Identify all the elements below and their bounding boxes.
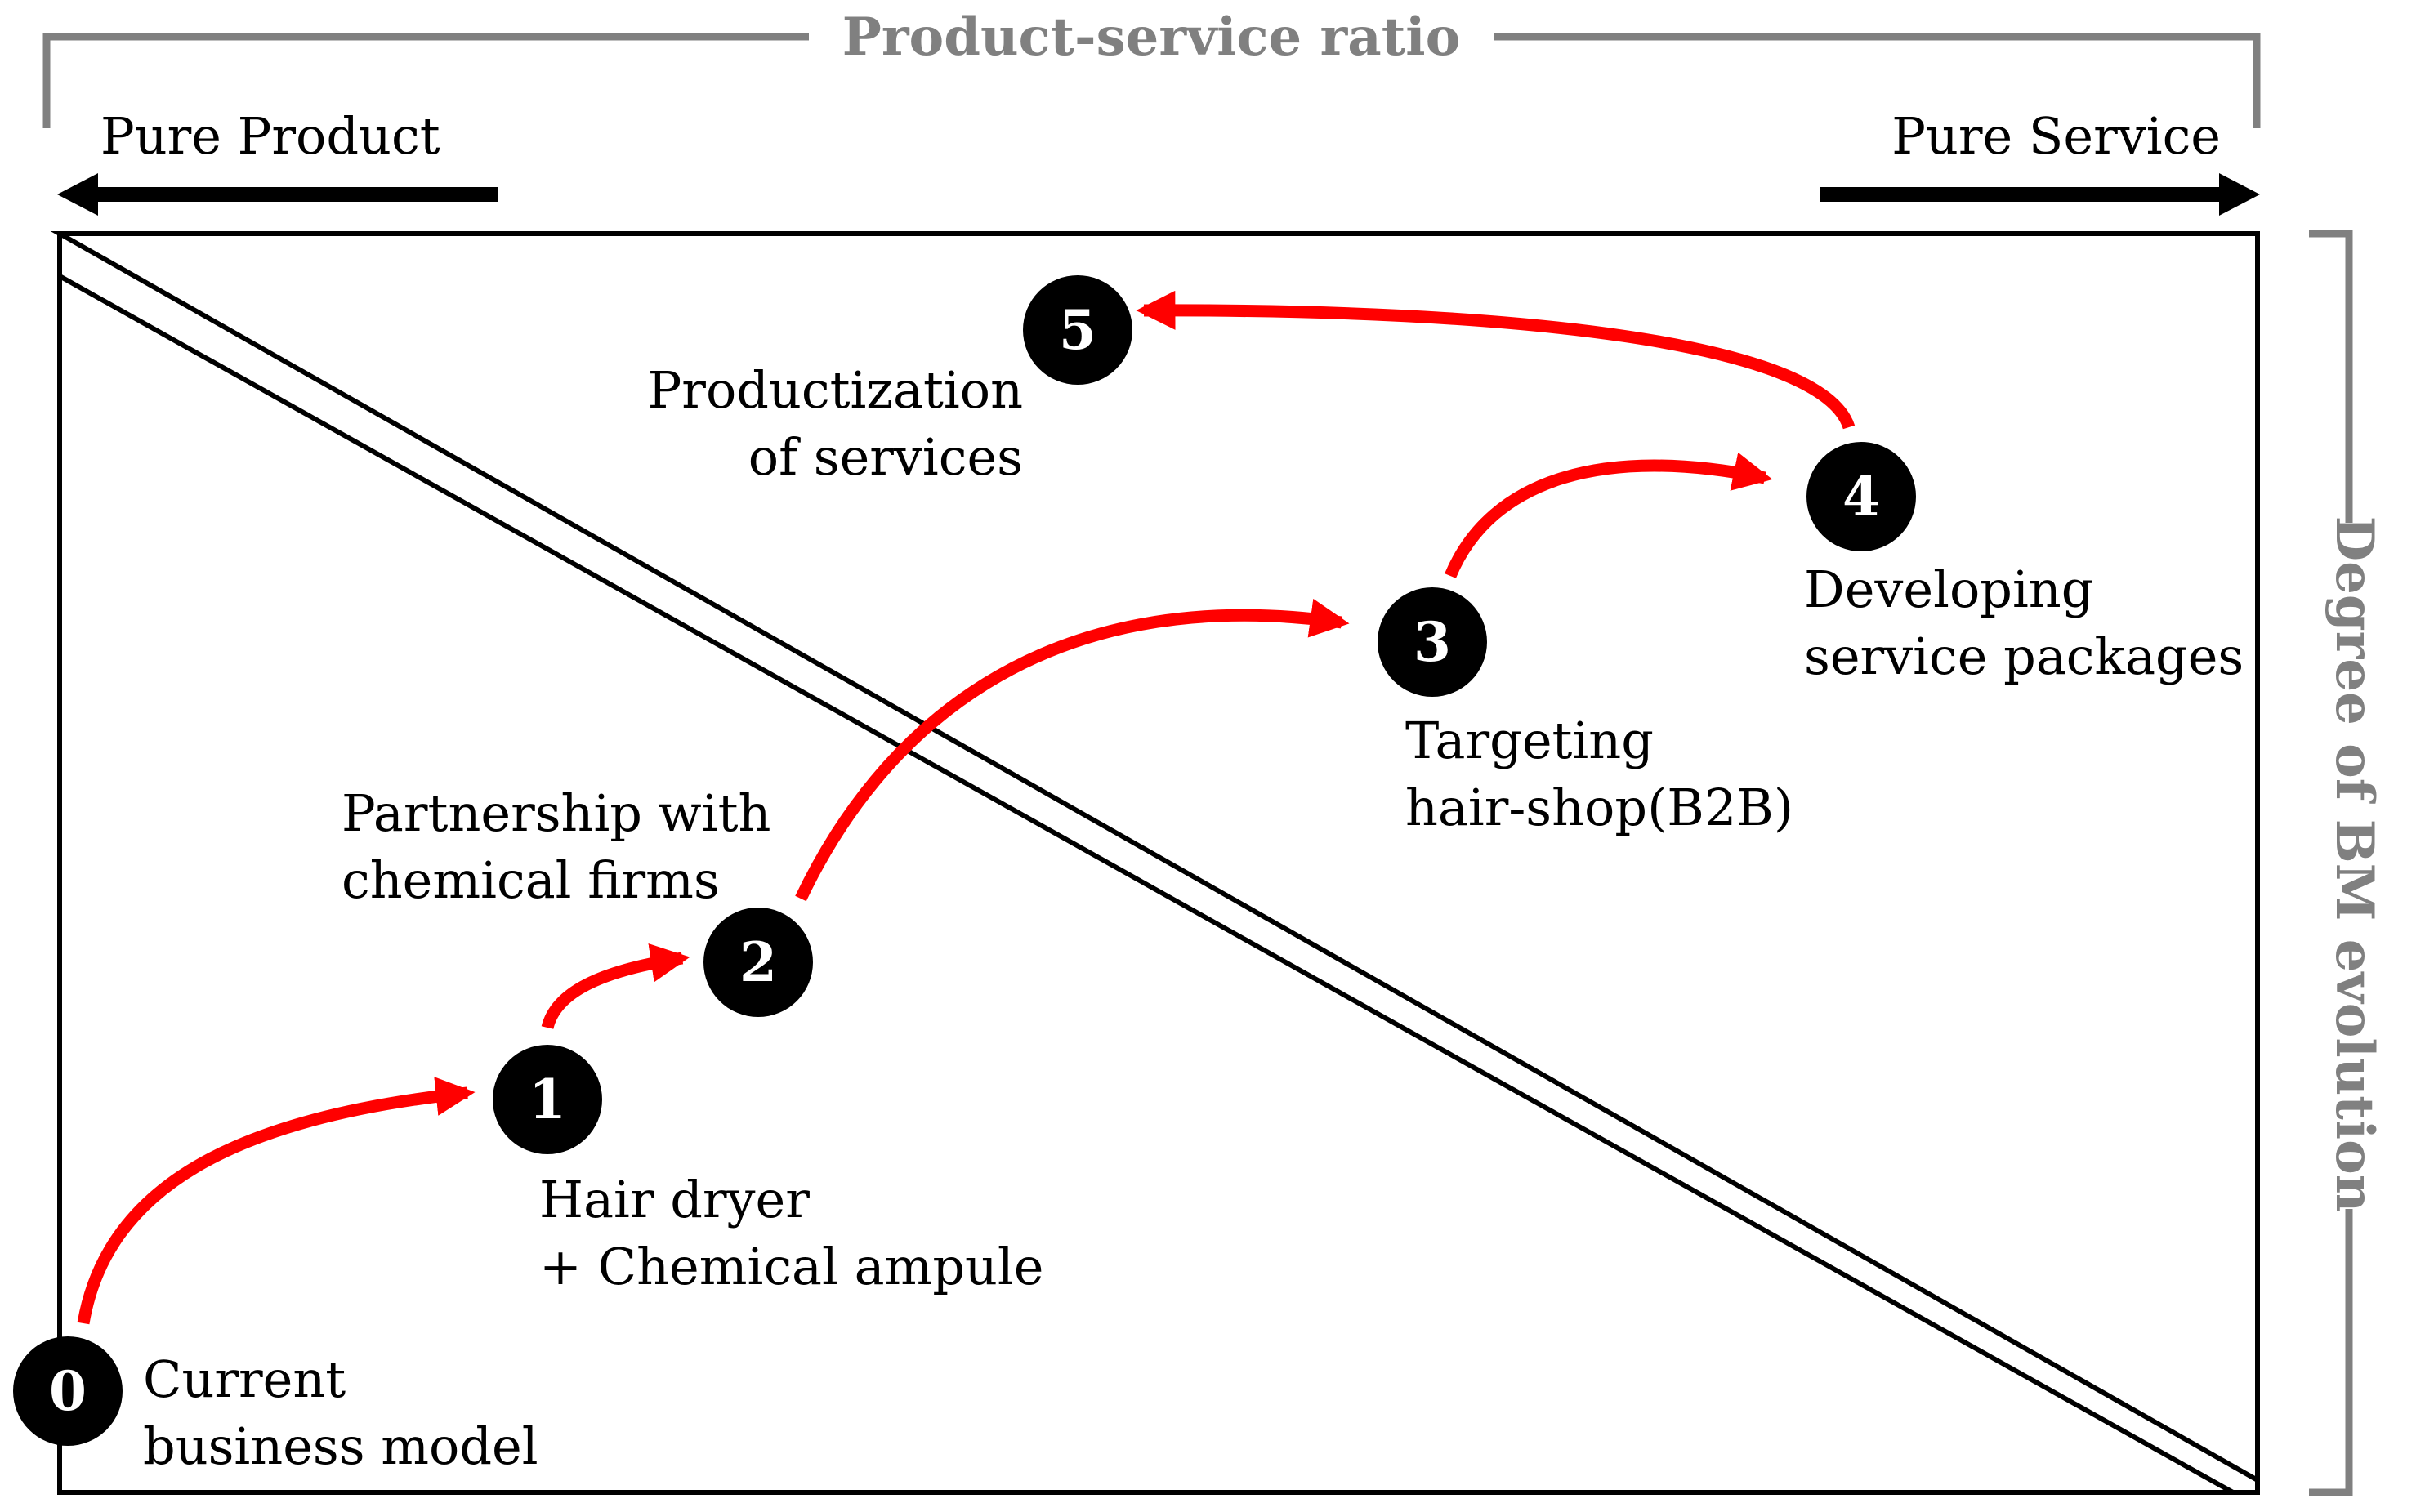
right-bracket (2309, 230, 2363, 1496)
step-5-label-line1: Productization (648, 360, 1023, 420)
arrow-1-to-2 (541, 943, 690, 1030)
svg-text:3: 3 (1413, 610, 1451, 674)
step-node-1: 1 (493, 1045, 602, 1154)
arrow-3-to-4 (1445, 452, 1773, 578)
step-3-label-line1: Targeting (1405, 711, 1654, 770)
step-2-label-line2: chemical firms (342, 850, 720, 910)
pure-service-label: Pure Service (1891, 106, 2221, 166)
step-3-label-line2: hair-shop(B2B) (1405, 778, 1793, 837)
svg-text:5: 5 (1059, 298, 1096, 362)
step-1-label-line1: Hair dryer (539, 1170, 810, 1229)
pure-product-label: Pure Product (100, 106, 440, 166)
top-bracket (42, 33, 2261, 128)
step-node-5: 5 (1023, 275, 1132, 385)
svg-text:0: 0 (49, 1359, 87, 1423)
product-service-ratio-title: Product-service ratio (842, 7, 1461, 68)
right-arrow (1820, 173, 2260, 216)
step-0-label-line1: Current (143, 1349, 346, 1409)
left-arrow (57, 173, 498, 216)
svg-text:2: 2 (739, 930, 777, 994)
step-2-label-line1: Partnership with (342, 783, 770, 843)
step-4-label-line1: Developing (1804, 560, 2093, 619)
progression-arrows (77, 290, 1856, 1325)
step-node-0: 0 (13, 1336, 123, 1446)
step-5-label-line2: of services (748, 427, 1023, 487)
svg-text:4: 4 (1842, 465, 1880, 529)
step-node-4: 4 (1806, 442, 1916, 551)
step-1-label-line2: + Chemical ampule (539, 1237, 1043, 1296)
degree-of-bm-evolution-label: Degree of BM evolution (2324, 516, 2385, 1213)
arrow-0-to-1 (77, 1077, 476, 1325)
step-0-label-line2: business model (143, 1416, 538, 1476)
step-4-label-line2: service packages (1804, 627, 2244, 686)
arrow-4-to-5 (1136, 290, 1856, 430)
svg-text:1: 1 (529, 1068, 566, 1131)
step-node-3: 3 (1378, 587, 1487, 697)
step-node-2: 2 (703, 908, 813, 1017)
outer-frame (57, 231, 2260, 1495)
arrow-2-to-3 (795, 598, 1350, 902)
